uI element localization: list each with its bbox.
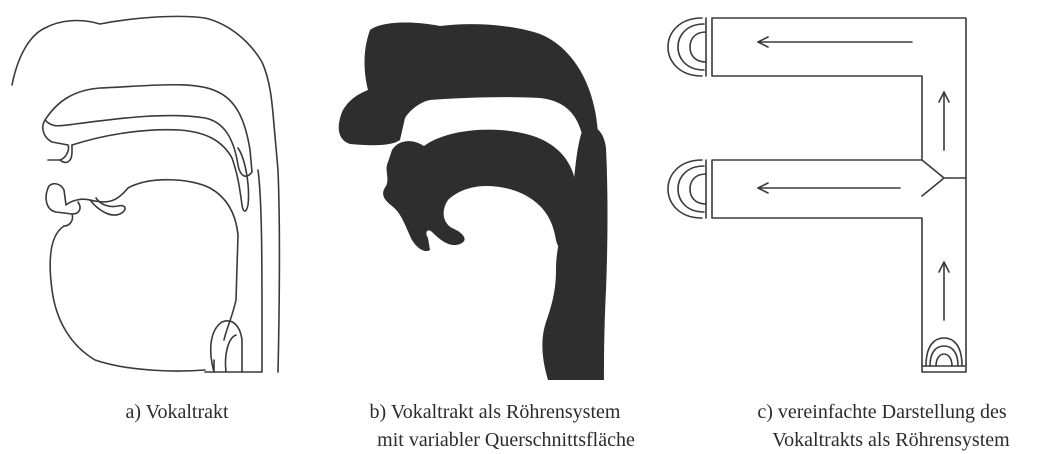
caption-c-line1: c) vereinfachte Darstellung des xyxy=(712,398,1052,426)
flow-arrow-nasal xyxy=(758,37,912,47)
jaw-outline xyxy=(50,226,205,371)
vocal-tract-outline xyxy=(12,16,280,372)
lower-lip-outline xyxy=(46,188,80,226)
mouth-radiation-waves xyxy=(668,160,706,218)
tube-system-outline xyxy=(712,18,966,372)
glottis-source-waves xyxy=(926,338,962,366)
caption-c-line2: Vokaltrakts als Röhrensystem xyxy=(712,426,1052,454)
simplified-tube-system xyxy=(668,18,966,372)
caption-simplified-tube-system: c) vereinfachte Darstellung des Vokaltra… xyxy=(712,398,1052,454)
caption-b-line1: b) Vokaltrakt als Röhrensystem xyxy=(320,398,670,426)
tongue-outline xyxy=(48,180,238,340)
palate-outline xyxy=(72,130,249,211)
caption-tube-system: b) Vokaltrakt als Röhrensystem mit varia… xyxy=(320,398,670,454)
flow-arrow-upward-lower xyxy=(939,262,949,320)
head-profile-outline xyxy=(12,16,280,372)
caption-vocal-tract: a) Vokaltrakt xyxy=(82,398,272,426)
junction-lines xyxy=(922,160,966,196)
caption-a-text: a) Vokaltrakt xyxy=(82,398,272,426)
caption-b-line2: mit variabler Querschnittsfläche xyxy=(320,426,670,454)
flow-arrow-oral xyxy=(758,183,900,193)
flow-arrow-upward-pharynx xyxy=(939,92,949,150)
oral-tube-shape xyxy=(383,130,578,252)
nose-radiation-waves xyxy=(668,18,706,76)
vocal-tract-tube-silhouette xyxy=(339,23,608,380)
larynx-outline xyxy=(211,321,242,372)
pharynx-outline xyxy=(205,170,262,372)
